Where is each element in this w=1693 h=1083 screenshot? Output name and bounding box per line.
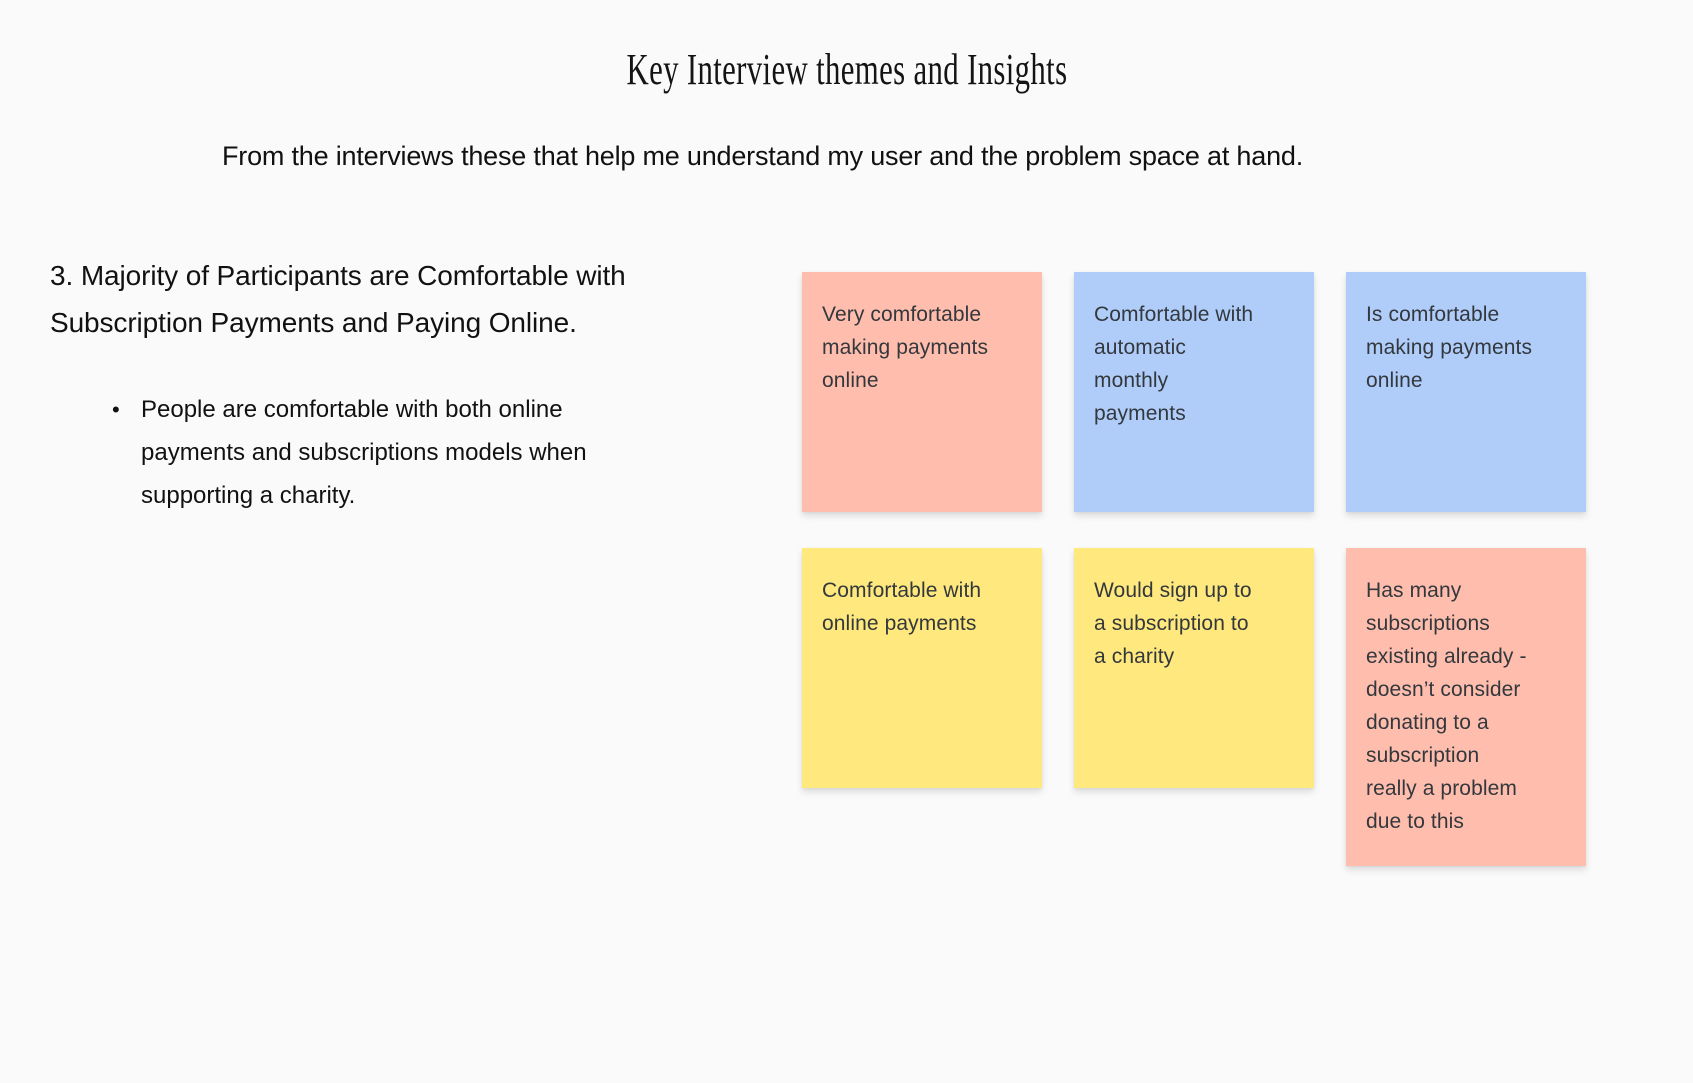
page-title: Key Interview themes and Insights xyxy=(626,45,1067,94)
sticky-note-text: Comfortable with automatic monthly payme… xyxy=(1094,303,1254,425)
sticky-note[interactable]: Very comfortable making payments online xyxy=(802,272,1042,512)
page-subtitle: From the interviews these that help me u… xyxy=(222,141,1304,171)
sticky-note-text: Comfortable with online payments xyxy=(822,579,982,635)
insight-bullet-list: People are comfortable with both online … xyxy=(110,388,650,517)
sticky-note-text: Very comfortable making payments online xyxy=(822,303,989,392)
sticky-note[interactable]: Comfortable with automatic monthly payme… xyxy=(1074,272,1314,512)
sticky-note[interactable]: Comfortable with online payments xyxy=(802,548,1042,788)
sticky-note-text: Would sign up to a subscription to a cha… xyxy=(1094,579,1252,668)
sticky-note-text: Is comfortable making payments online xyxy=(1366,303,1533,392)
insight-heading: 3. Majority of Participants are Comforta… xyxy=(50,260,626,338)
title-container: Key Interview themes and Insights xyxy=(0,44,1693,95)
sticky-note[interactable]: Has many subscriptions existing already … xyxy=(1346,548,1586,866)
sticky-note[interactable]: Would sign up to a subscription to a cha… xyxy=(1074,548,1314,788)
insight-bullet: People are comfortable with both online … xyxy=(110,388,650,517)
sticky-note[interactable]: Is comfortable making payments online xyxy=(1346,272,1586,512)
sticky-note-text: Has many subscriptions existing already … xyxy=(1366,579,1527,833)
